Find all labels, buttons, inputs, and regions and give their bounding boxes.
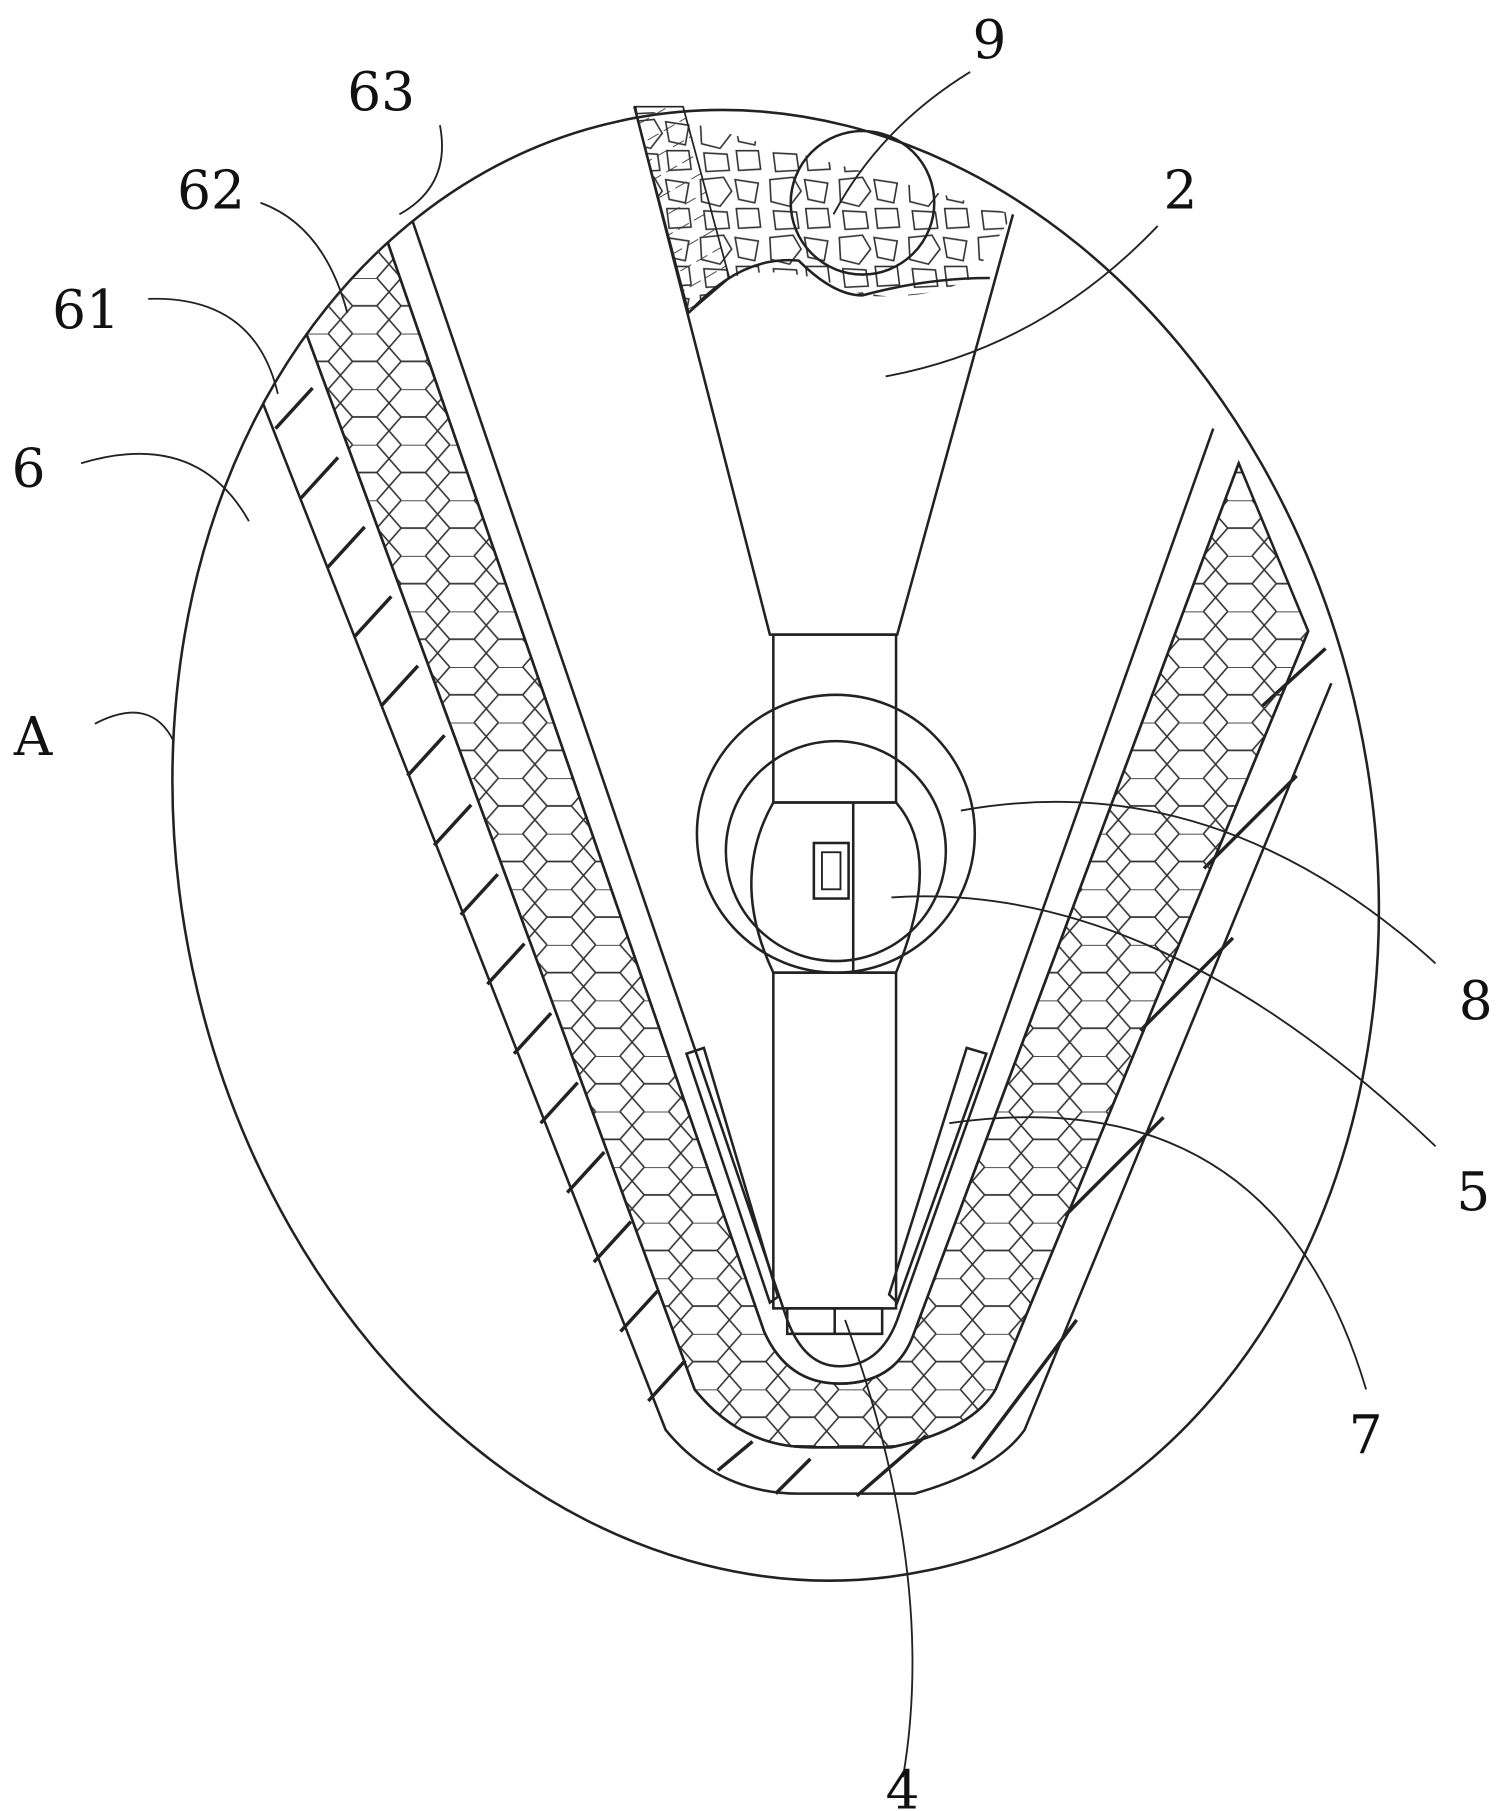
label-61: 61	[52, 279, 120, 341]
upper-tube	[773, 635, 896, 803]
label-8: 8	[1459, 970, 1493, 1032]
label-5: 5	[1456, 1161, 1490, 1223]
ring-8-outer	[697, 695, 975, 973]
label-63: 63	[347, 61, 415, 123]
valve-slot-inner	[822, 852, 841, 889]
label-2: 2	[1163, 160, 1197, 222]
label-62: 62	[177, 160, 245, 222]
label-9: 9	[972, 9, 1006, 71]
label-a: A	[13, 706, 53, 768]
label-6: 6	[12, 437, 46, 499]
label-7: 7	[1349, 1404, 1383, 1466]
honeycomb-62	[299, 226, 1309, 1447]
lower-tube	[773, 973, 896, 1309]
valve-5	[751, 802, 919, 972]
ring-8-inner	[726, 741, 946, 961]
label-4: 4	[886, 1760, 920, 1811]
